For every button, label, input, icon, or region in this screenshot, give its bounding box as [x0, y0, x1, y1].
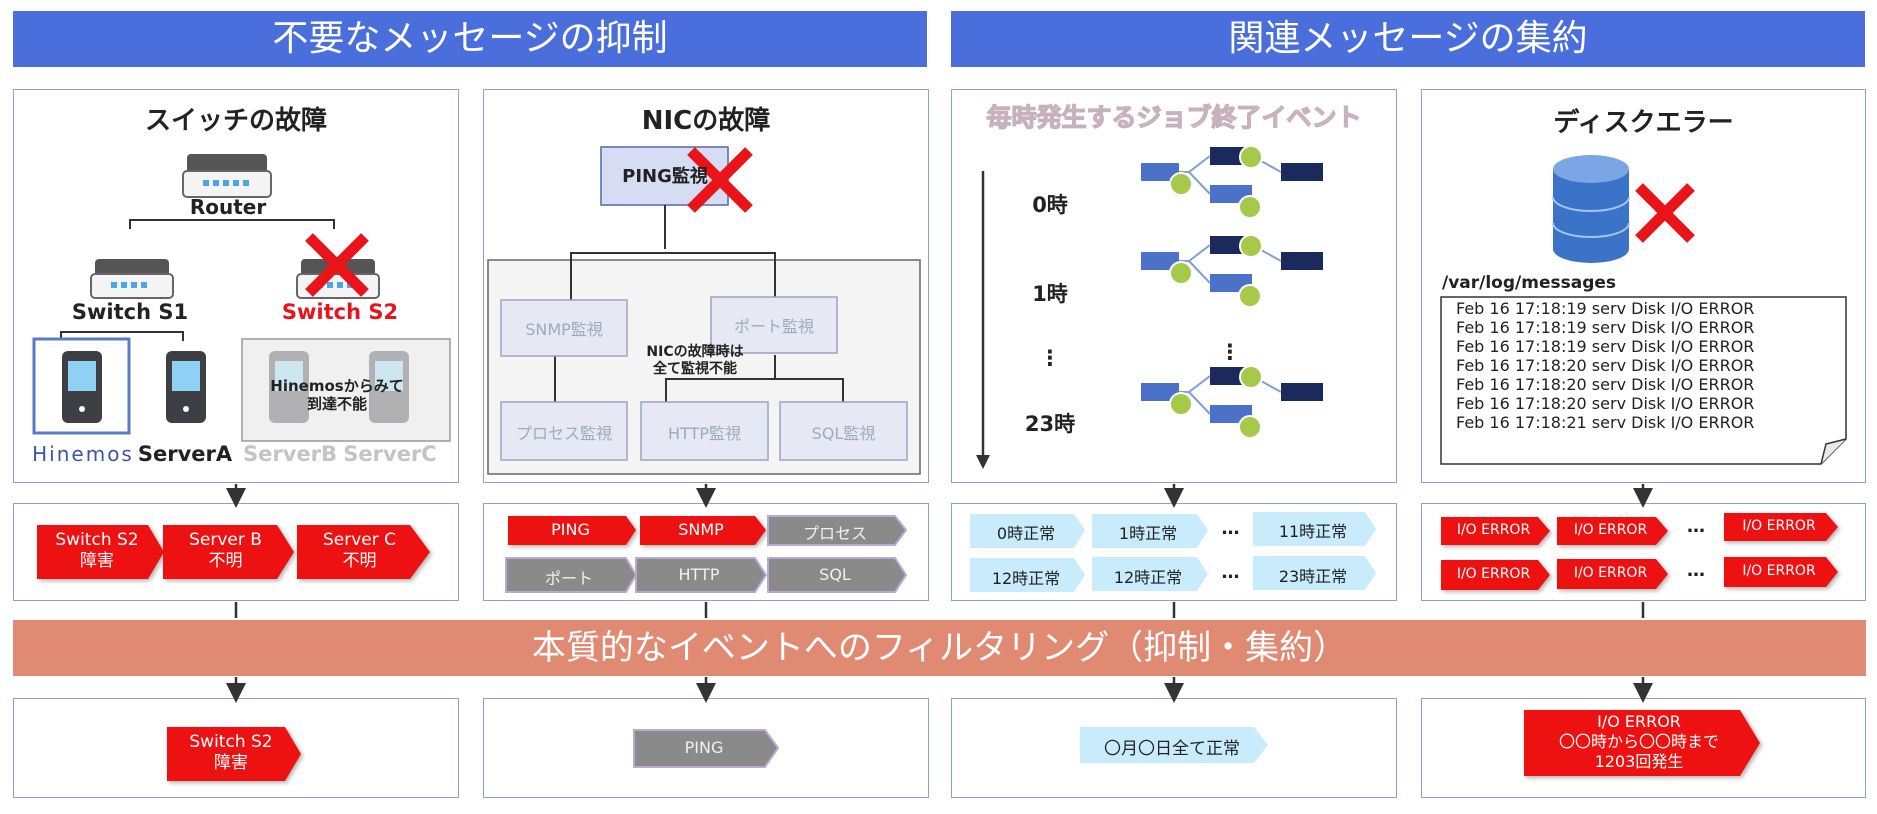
- result-io-error: I/O ERROR 〇〇時から〇〇時まで 1203回発生: [1558, 712, 1719, 771]
- event-ellipsis: …: [1221, 562, 1240, 583]
- server-b-icon: [269, 351, 309, 423]
- log-line: Feb 16 17:18:21 serv Disk I/O ERROR: [1456, 413, 1755, 432]
- database-icon: [1552, 155, 1630, 263]
- event-job: 23時正常: [1278, 567, 1348, 586]
- server-c-label: ServerC: [343, 442, 437, 466]
- port-monitor-label: ポート監視: [733, 317, 814, 336]
- event-io-error: I/O ERROR: [1742, 563, 1816, 579]
- log-path: /var/log/messages: [1442, 273, 1617, 293]
- event-switch-s2: Switch S2 障害: [55, 530, 139, 571]
- result-switch-s2: Switch S2 障害: [189, 732, 273, 773]
- http-monitor-label: HTTP監視: [668, 424, 741, 443]
- event-io-error: I/O ERROR: [1573, 522, 1648, 538]
- ping-monitor-label: PING監視: [622, 166, 708, 187]
- hour-0-label: 0時: [1032, 193, 1068, 217]
- event-io-error: I/O ERROR: [1742, 518, 1816, 534]
- unreachable-note: Hinemosからみて 到達不能: [270, 377, 404, 413]
- panel-title: スイッチの故障: [144, 106, 327, 136]
- event-http: HTTP: [678, 565, 720, 584]
- cross-icon: [305, 233, 369, 297]
- server-a-icon: [166, 351, 206, 423]
- panel-title: 毎時発生するジョブ終了イベント: [986, 102, 1362, 132]
- event-ellipsis: …: [1221, 518, 1240, 539]
- event-ellipsis: …: [1687, 560, 1705, 581]
- process-monitor-label: プロセス監視: [515, 424, 612, 443]
- log-lines: Feb 16 17:18:19 serv Disk I/O ERROR Feb …: [1456, 299, 1836, 432]
- hour-dots-label: ⋮: [1039, 346, 1061, 370]
- log-line: Feb 16 17:18:19 serv Disk I/O ERROR: [1456, 337, 1755, 356]
- event-ellipsis: …: [1687, 516, 1705, 537]
- filter-bar: 本質的なイベントへのフィルタリング（抑制・集約）: [13, 620, 1866, 676]
- event-job: 1時正常: [1118, 524, 1178, 543]
- cross-icon: [1635, 183, 1695, 243]
- event-io-error: I/O ERROR: [1456, 522, 1531, 538]
- sql-monitor-label: SQL監視: [811, 424, 876, 443]
- header-suppression: 不要なメッセージの抑制: [13, 11, 927, 67]
- nic-monitor-tree: [487, 146, 921, 475]
- switch-s2-label: Switch S2: [281, 300, 399, 324]
- server-b-label: ServerB: [242, 442, 338, 466]
- nic-note: NICの故障時は 全て監視不能: [646, 344, 744, 377]
- snmp-monitor-label: SNMP監視: [525, 320, 603, 339]
- server-c-icon: [369, 351, 409, 423]
- event-process: プロセス: [802, 524, 867, 543]
- hour-1-label: 1時: [1032, 282, 1068, 306]
- disk-error-figure: [1440, 155, 1847, 465]
- event-server-c: Server C 不明: [322, 530, 397, 571]
- panel-title: NICの故障: [641, 106, 771, 136]
- event-io-error: I/O ERROR: [1456, 566, 1531, 582]
- panel-title: ディスクエラー: [1553, 108, 1734, 138]
- log-line: Feb 16 17:18:19 serv Disk I/O ERROR: [1456, 299, 1755, 318]
- event-server-b: Server B 不明: [189, 530, 262, 571]
- event-snmp: SNMP: [678, 520, 724, 539]
- log-line: Feb 16 17:18:20 serv Disk I/O ERROR: [1456, 394, 1755, 413]
- event-job: 12時正常: [991, 569, 1061, 588]
- flow-dots-label: ⋮: [1219, 340, 1241, 364]
- event-job: 12時正常: [1113, 568, 1183, 587]
- server-hinemos-icon: [62, 351, 102, 423]
- server-a-label: ServerA: [137, 442, 233, 466]
- unreachable-zone: [241, 338, 451, 442]
- log-line: Feb 16 17:18:20 serv Disk I/O ERROR: [1456, 356, 1755, 375]
- switch-s1-icon: [90, 259, 174, 299]
- event-io-error: I/O ERROR: [1573, 565, 1648, 581]
- panel-job-events: 毎時発生するジョブ終了イベント: [951, 89, 1397, 483]
- router-label: Router: [189, 195, 267, 219]
- job-flow-icon: [1141, 145, 1323, 219]
- event-sql: SQL: [819, 565, 851, 584]
- header-aggregation: 関連メッセージの集約: [951, 11, 1865, 67]
- log-line: Feb 16 17:18:20 serv Disk I/O ERROR: [1456, 375, 1755, 394]
- log-line: Feb 16 17:18:19 serv Disk I/O ERROR: [1456, 318, 1755, 337]
- event-job: 11時正常: [1278, 522, 1348, 541]
- event-job: 0時正常: [996, 524, 1056, 543]
- switch-s1-label: Switch S1: [71, 300, 189, 324]
- job-flow: [976, 145, 1324, 469]
- result-ping: PING: [684, 738, 724, 757]
- hinemos-logo: Hinemos: [32, 442, 134, 466]
- result-job: 〇月〇日全て正常: [1104, 739, 1240, 759]
- cross-icon: [687, 147, 753, 213]
- switch-topology: [32, 154, 451, 442]
- event-port: ポート: [544, 569, 593, 588]
- router-icon: [182, 154, 272, 198]
- hour-23-label: 23時: [1024, 412, 1076, 436]
- event-ping: PING: [551, 520, 590, 539]
